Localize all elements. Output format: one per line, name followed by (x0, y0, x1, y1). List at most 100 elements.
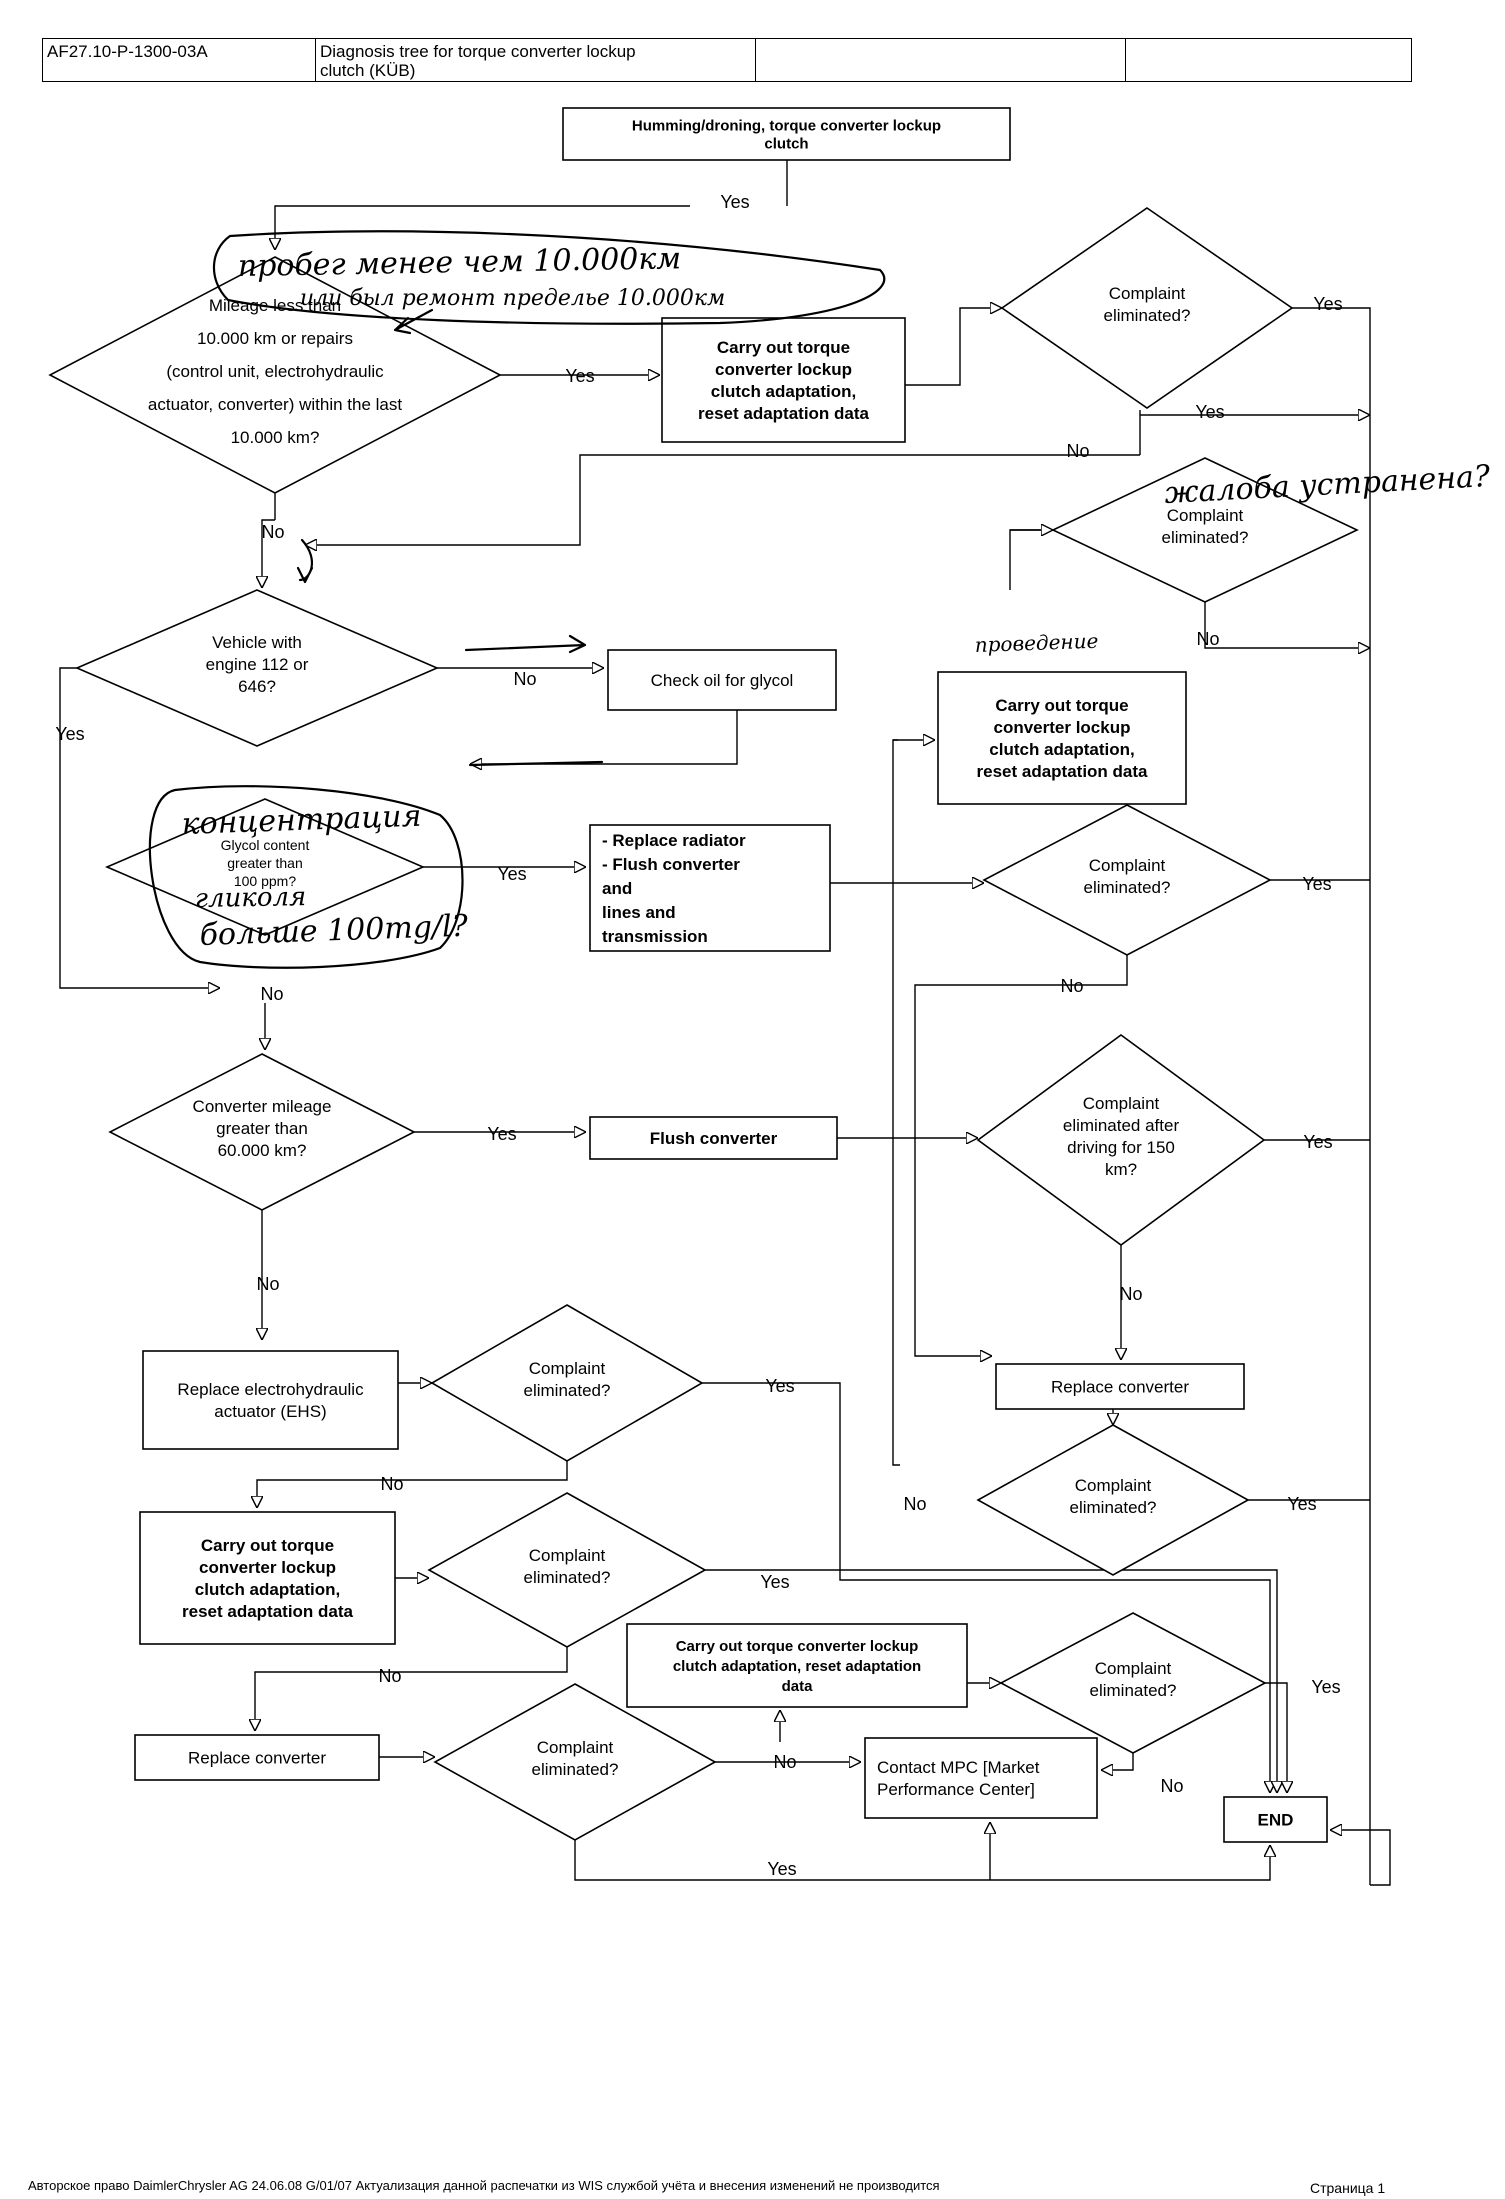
replace_converter_l-text: Replace converter (188, 1748, 326, 1767)
adapt_1-text: clutch adaptation, (711, 382, 856, 401)
q_engine-text: 646? (238, 677, 276, 696)
connector-line (1292, 307, 1371, 1885)
q-elim-7-decision (999, 1612, 1267, 1754)
q_glycol-text: 100 ppm? (234, 873, 296, 889)
connector-line (255, 1647, 568, 1731)
handwritten-arrow (468, 760, 604, 767)
connector-line (892, 739, 900, 1466)
replace_radiator-text: transmission (602, 927, 708, 946)
adapt_2-text: converter lockup (994, 718, 1131, 737)
flush-converter-box (589, 1116, 838, 1160)
connector-line (1204, 602, 1370, 648)
replace-radiator-box (589, 824, 831, 952)
connector-line (470, 710, 738, 764)
q_engine-text: engine 112 or (206, 655, 309, 674)
adapt_2-text: reset adaptation data (977, 762, 1149, 781)
adapt_2-text: Carry out torque (995, 696, 1128, 715)
connector-line (1330, 1830, 1391, 1886)
q_elim_6-text: Complaint (529, 1546, 606, 1565)
label-no: No (261, 522, 284, 542)
label-yes: Yes (487, 1124, 516, 1144)
q_elim_1-text: Complaint (1109, 284, 1186, 303)
adapt-1-box (661, 317, 906, 443)
handwritten-arrow (296, 538, 314, 584)
label-no: No (1196, 629, 1219, 649)
adapt-2-box (937, 671, 1187, 805)
contact-mpc-box (864, 1737, 1098, 1819)
page-number: Страница 1 (1310, 2180, 1386, 2196)
adapt_1-text: reset adaptation data (698, 404, 870, 423)
label-yes: Yes (497, 864, 526, 884)
start-text: Humming/droning, torque converter lockup (632, 117, 941, 134)
connector-line (1101, 1753, 1134, 1770)
adapt_1-text: Carry out torque (717, 338, 850, 357)
adapt-4-box (626, 1623, 968, 1708)
check-oil-box (607, 649, 837, 711)
replace-converter-l-box (134, 1734, 380, 1781)
replace_converter_r-text: Replace converter (1051, 1377, 1189, 1396)
handwritten-note: гликоля (195, 882, 307, 914)
footer-copyright: Авторское право DaimlerChrysler AG 24.06… (28, 2178, 940, 2193)
label-yes: Yes (1303, 1132, 1332, 1152)
q-elim-4-decision (976, 1424, 1250, 1576)
q-elim-1-decision (1000, 207, 1294, 409)
q-engine-decision (74, 589, 440, 747)
label-yes: Yes (760, 1572, 789, 1592)
replace_radiator-text: - Flush converter (602, 855, 740, 874)
q_engine-text: Vehicle with (212, 633, 302, 652)
q-elim-8-decision (433, 1683, 717, 1841)
flush_converter-text: Flush converter (650, 1129, 778, 1148)
label-yes: Yes (1287, 1494, 1316, 1514)
replace_ehs-text: actuator (EHS) (214, 1402, 326, 1421)
q_elim_4-text: Complaint (1075, 1476, 1152, 1495)
label-yes: Yes (1302, 874, 1331, 894)
q_elim_3-text: eliminated? (1084, 878, 1171, 897)
q_elim_5-text: Complaint (529, 1359, 606, 1378)
q_mileage-text: (control unit, electrohydraulic (166, 362, 384, 381)
handwritten-ellipse (212, 230, 886, 325)
label-yes: Yes (1311, 1677, 1340, 1697)
q-glycol-decision (104, 798, 426, 936)
replace-ehs-box (142, 1350, 399, 1450)
q-elim-5-decision (430, 1304, 704, 1462)
q-conv-mileage-decision (108, 1053, 416, 1211)
handwritten-note: концентрация (181, 799, 422, 842)
check_oil-text: Check oil for glycol (651, 671, 794, 690)
q_elim_2-text: eliminated? (1162, 528, 1249, 547)
connector-line (914, 955, 1128, 1356)
q_elim_150-text: eliminated after (1063, 1116, 1180, 1135)
label-yes: Yes (565, 366, 594, 386)
q_conv_mileage-text: greater than (216, 1119, 308, 1138)
replace_radiator-text: lines and (602, 903, 676, 922)
q_elim_8-text: Complaint (537, 1738, 614, 1757)
label-no: No (256, 1274, 279, 1294)
connector-line (1265, 1682, 1287, 1793)
q_glycol-text: greater than (227, 855, 303, 871)
q-elim-150-decision (976, 1034, 1266, 1246)
label-yes: Yes (55, 724, 84, 744)
q_elim_1-text: eliminated? (1104, 306, 1191, 325)
adapt_3-text: clutch adaptation, (195, 1580, 340, 1599)
q_elim_8-text: eliminated? (532, 1760, 619, 1779)
q_mileage-text: Mileage less than (209, 296, 341, 315)
replace-converter-r-box (995, 1363, 1245, 1410)
connector-line (262, 519, 275, 588)
label-no: No (380, 1474, 403, 1494)
q_elim_3-text: Complaint (1089, 856, 1166, 875)
q_elim_4-text: eliminated? (1070, 1498, 1157, 1517)
handwritten-note: проведение (974, 629, 1098, 657)
q-mileage-decision (48, 256, 502, 494)
label-yes: Yes (1195, 402, 1224, 422)
contact_mpc-text: Contact MPC [Market (877, 1758, 1040, 1777)
q_elim_7-text: eliminated? (1090, 1681, 1177, 1700)
connector-line (905, 308, 1002, 386)
q_mileage-text: 10.000 km? (231, 428, 320, 447)
replace_radiator-text: and (602, 879, 632, 898)
connector-line (1009, 529, 1053, 590)
end-text: END (1258, 1810, 1294, 1829)
label-yes: Yes (765, 1376, 794, 1396)
contact_mpc-text: Performance Center] (877, 1780, 1035, 1799)
handwritten-ellipse (148, 785, 464, 969)
adapt_1-text: converter lockup (715, 360, 852, 379)
